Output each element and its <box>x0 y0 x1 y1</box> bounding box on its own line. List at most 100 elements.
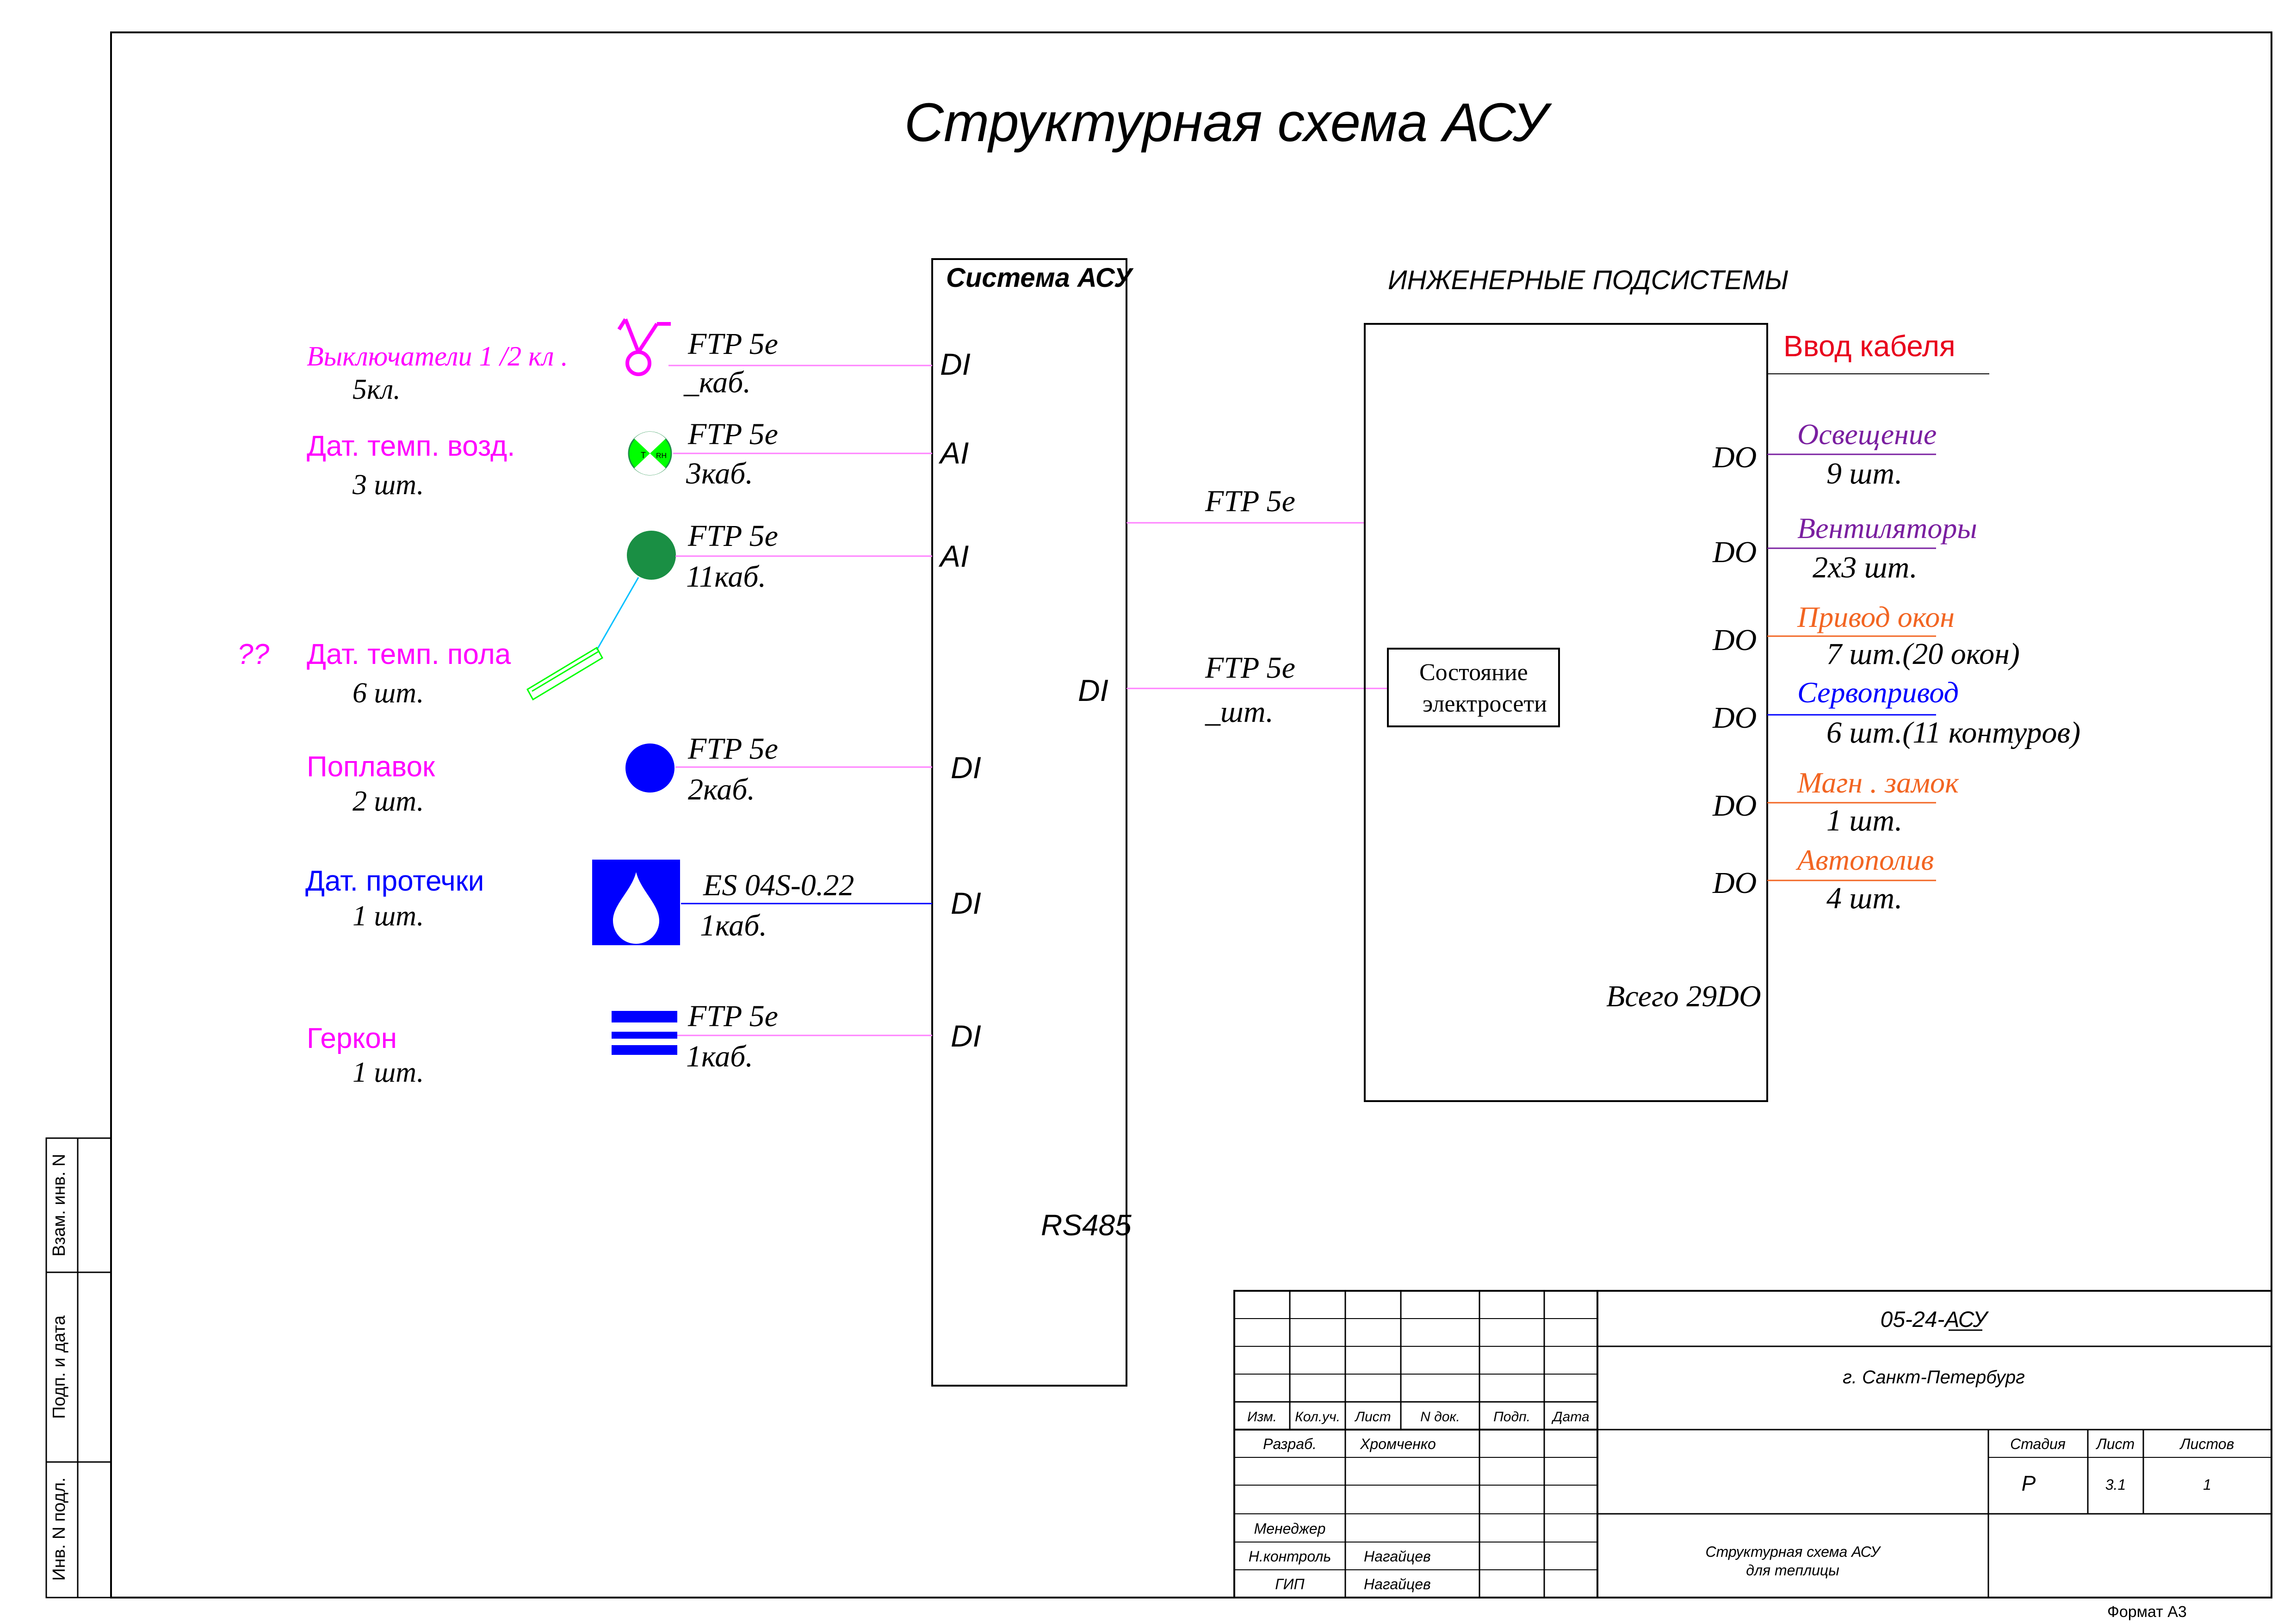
sensor-float-name: Поплавок <box>307 751 435 783</box>
output-watering-count: 4 шт. <box>1826 881 1902 915</box>
do-port-lighting: DO <box>1712 440 1757 474</box>
port-switches: DI <box>940 347 971 381</box>
description-line2: для теплицы <box>1746 1562 1839 1579</box>
stamp-original-inv: Инв. N подл. <box>50 1477 69 1580</box>
sheets-label: Листов <box>2179 1436 2234 1452</box>
system-asu-title: Система АСУ <box>946 263 1134 293</box>
header-doc-number: N док. <box>1420 1409 1460 1425</box>
stage-label: Стадия <box>2010 1436 2066 1452</box>
sensor-reed-name: Геркон <box>307 1022 397 1054</box>
header-change: Изм. <box>1247 1409 1277 1425</box>
link-upper-cable: FTP 5e <box>1205 484 1295 518</box>
floor-temp-sensor-icon <box>627 531 676 580</box>
title-block-city: г. Санкт-Петербург <box>1843 1367 2025 1388</box>
port-float: DI <box>951 750 981 785</box>
name-developer: Хромченко <box>1360 1436 1436 1452</box>
cable-switches-type: FTP 5e <box>687 327 778 361</box>
power-state-box <box>1387 648 1560 727</box>
drawing-frame <box>110 31 2272 1598</box>
cable-leak-type: ES 04S-0.22 <box>703 868 854 902</box>
sensor-switches-name: Выключатели 1 /2 кл . <box>307 341 568 372</box>
sensor-floor-temp-count: 6 шт. <box>353 677 424 709</box>
cable-float-type: FTP 5e <box>687 732 778 766</box>
diagram-title: Структурная схема АСУ <box>904 92 1553 153</box>
sensor-reed-count: 1 шт. <box>353 1057 424 1088</box>
header-sheet: Лист <box>1354 1409 1391 1425</box>
power-state-line1: Состояние <box>1419 659 1528 686</box>
cable-air-temp-type: FTP 5e <box>687 417 778 451</box>
output-fans-name: Вентиляторы <box>1797 512 1977 545</box>
header-signature: Подп. <box>1493 1409 1530 1425</box>
power-state-line2: электросети <box>1423 691 1547 717</box>
svg-text:T: T <box>641 451 646 460</box>
cable-float-count: 2каб. <box>688 773 755 806</box>
cable-floor-temp-count: 11каб. <box>686 560 766 594</box>
port-air-temp: AI <box>938 436 969 470</box>
cable-leak-count: 1каб. <box>700 909 767 942</box>
output-fans-count: 2х3 шт. <box>1813 551 1918 584</box>
sensor-air-temp-count: 3 шт. <box>352 469 424 501</box>
port-floor-temp: AI <box>938 539 969 573</box>
output-servo-name: Сервопривод <box>1797 676 1959 709</box>
cable-air-temp-count: 3каб. <box>686 457 753 490</box>
output-mag-lock-name: Магн . замок <box>1797 766 1959 799</box>
engineering-total: Всего 29DO <box>1606 979 1761 1013</box>
do-port-fans: DO <box>1712 535 1757 569</box>
system-asu-box <box>931 258 1127 1387</box>
do-port-servo: DO <box>1712 701 1757 735</box>
output-lighting-count: 9 шт. <box>1826 457 1902 490</box>
floor-probe-icon <box>526 646 604 701</box>
paper-format: Формат А3 <box>2107 1603 2187 1621</box>
engineering-title: ИНЖЕНЕРНЫЕ ПОДСИСТЕМЫ <box>1388 265 1789 295</box>
floor-temp-note: ?? <box>237 638 269 670</box>
link-lower-cable: FTP 5e <box>1205 651 1295 685</box>
sheets-value: 1 <box>2203 1476 2211 1493</box>
switch-icon <box>617 318 671 376</box>
output-mag-lock-count: 1 шт. <box>1826 804 1902 837</box>
sensor-leak-name: Дат. протечки <box>305 865 484 897</box>
title-block-code: 05-24-АСУ <box>1881 1307 1989 1332</box>
sheet-value: 3.1 <box>2105 1476 2126 1493</box>
role-norm-control: Н.контроль <box>1249 1548 1331 1565</box>
role-developer: Разраб. <box>1263 1436 1317 1452</box>
cable-floor-temp-type: FTP 5e <box>687 519 778 553</box>
description-line1: Структурная схема АСУ <box>1705 1543 1881 1560</box>
cable-reed-type: FTP 5e <box>687 999 778 1033</box>
svg-text:RH: RH <box>656 452 667 460</box>
output-window-drive-count: 7 шт.(20 окон) <box>1826 637 2020 671</box>
air-temp-sensor-icon: T RH <box>628 431 672 476</box>
output-window-drive-name: Привод окон <box>1797 601 1955 633</box>
sensor-air-temp-name: Дат. темп. возд. <box>307 430 515 462</box>
cable-input-label: Ввод кабеля <box>1783 329 1956 363</box>
do-port-window-drive: DO <box>1712 623 1757 657</box>
name-chief-engineer: Нагайцев <box>1364 1576 1431 1592</box>
output-servo-count: 6 шт.(11 контуров) <box>1826 716 2080 750</box>
link-lower-port: DI <box>1078 673 1108 707</box>
role-manager: Менеджер <box>1254 1520 1326 1537</box>
reed-switch-icon <box>612 1011 677 1055</box>
link-lower-count: _шт. <box>1205 695 1274 729</box>
do-port-mag-lock: DO <box>1712 789 1757 823</box>
output-lighting-name: Освещение <box>1797 418 1937 451</box>
title-block-grid <box>1233 1290 2272 1598</box>
floor-probe-wire <box>596 577 639 650</box>
cable-switches-count: _каб. <box>683 365 751 399</box>
header-date: Дата <box>1551 1409 1589 1425</box>
rs485-label: RS485 <box>1041 1208 1132 1242</box>
sensor-float-count: 2 шт. <box>353 786 424 817</box>
sensor-switches-count: 5кл. <box>353 374 401 405</box>
stamp-replacement-inv: Взам. инв. N <box>50 1154 69 1257</box>
sheet-label: Лист <box>2096 1436 2135 1452</box>
do-port-watering: DO <box>1712 866 1757 900</box>
role-chief-engineer: ГИП <box>1275 1576 1305 1592</box>
sensor-leak-count: 1 шт. <box>353 900 424 932</box>
port-reed: DI <box>951 1019 981 1053</box>
engineering-box <box>1364 323 1768 1102</box>
sensor-floor-temp-name: Дат. темп. пола <box>307 638 511 670</box>
cable-reed-count: 1каб. <box>686 1040 753 1073</box>
port-leak: DI <box>951 886 981 920</box>
side-stamps <box>45 1137 112 1598</box>
stamp-signature-date: Подп. и дата <box>50 1315 69 1419</box>
leak-sensor-icon <box>592 860 680 945</box>
